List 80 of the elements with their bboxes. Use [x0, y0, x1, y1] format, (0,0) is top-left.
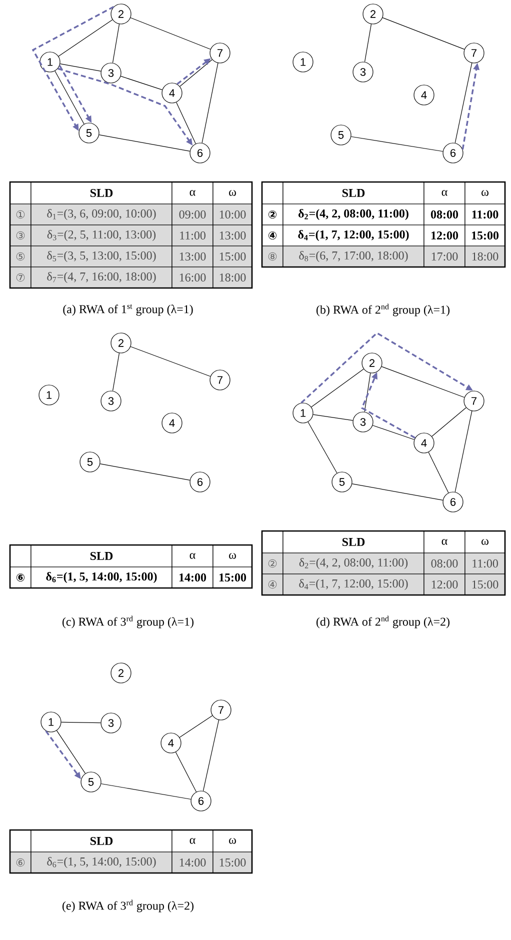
- link-line: [372, 425, 415, 440]
- link-line: [60, 64, 102, 72]
- table-cell: 15:00: [464, 224, 506, 246]
- link-line: [202, 720, 220, 792]
- caption: (a) RWA of 1$^{st}$ group (λ=1): [63, 304, 193, 316]
- table-cell: ②: [262, 552, 284, 574]
- link-line: [130, 17, 211, 50]
- caption: (e) RWA of 3$^{rd}$ group (λ=2): [62, 900, 194, 912]
- table-header: ω: [212, 544, 252, 568]
- table-cell: ④: [262, 224, 284, 246]
- table-cell: 08:00: [424, 552, 466, 574]
- table-cell: 10:00: [212, 204, 252, 226]
- table-cell: ⑤: [10, 246, 32, 268]
- link-line: [428, 452, 449, 494]
- link-line: [311, 368, 364, 408]
- table-cell: 15:00: [212, 852, 252, 874]
- table-cell: 11:00: [464, 204, 506, 226]
- link-line: [381, 366, 465, 398]
- table-cell: 14:00: [172, 852, 214, 874]
- table-cell: 15:00: [212, 566, 252, 588]
- link-line: [175, 752, 197, 792]
- link-line: [112, 24, 120, 64]
- table-cell: 15:00: [212, 246, 252, 268]
- table-cell: 14:00: [172, 566, 214, 588]
- link-line: [352, 484, 444, 500]
- link-line: [130, 346, 211, 377]
- link-line: [100, 783, 192, 800]
- link-line: [202, 62, 218, 144]
- table-cell: 08:00: [424, 204, 466, 226]
- link-line: [350, 136, 444, 152]
- table-cell: ⑦: [10, 266, 32, 288]
- link-line: [432, 407, 466, 437]
- link-line: [56, 730, 86, 774]
- table-cell: 17:00: [424, 246, 466, 268]
- table-header: α: [424, 530, 466, 554]
- table-header: ω: [212, 830, 252, 852]
- table-cell: 18:00: [464, 246, 506, 268]
- link-line: [308, 422, 338, 474]
- table-header: α: [172, 182, 214, 204]
- table-cell: 18:00: [212, 266, 252, 288]
- link-line: [454, 62, 472, 144]
- table-header: α: [172, 544, 214, 568]
- table-cell: 11:00: [172, 224, 214, 246]
- link-line: [312, 414, 354, 421]
- link-line: [54, 70, 84, 124]
- table-cell: ⑥: [10, 852, 32, 874]
- caption: (d) RWA of 2$^{nd}$ group (λ=2): [316, 616, 450, 628]
- link-line: [454, 410, 472, 492]
- table-cell: 12:00: [424, 574, 466, 596]
- table-cell: ②: [262, 204, 284, 226]
- table-header: ω: [464, 530, 506, 554]
- link-line: [364, 24, 372, 62]
- caption: (b) RWA of 2$^{nd}$ group (λ=1): [316, 304, 450, 316]
- table-cell: ⑧: [262, 246, 284, 268]
- link-line: [98, 134, 190, 152]
- table-cell: ④: [262, 574, 284, 596]
- table-cell: ①: [10, 204, 32, 226]
- link-line: [176, 102, 196, 144]
- table-cell: 12:00: [424, 224, 466, 246]
- table-cell: ③: [10, 224, 32, 246]
- table-cell: ⑥: [10, 566, 32, 588]
- link-line: [364, 372, 371, 412]
- link-line: [382, 17, 465, 50]
- link-line: [120, 76, 163, 90]
- link-line: [179, 715, 213, 738]
- table-cell: 16:00: [172, 266, 214, 288]
- table-header: α: [424, 182, 466, 204]
- table-cell: 11:00: [464, 552, 506, 574]
- table-header: ω: [212, 182, 252, 204]
- link-line: [100, 464, 190, 480]
- table-cell: 09:00: [172, 204, 214, 226]
- table-cell: 13:00: [172, 246, 214, 268]
- link-line: [112, 352, 120, 392]
- link-line: [61, 722, 101, 724]
- link-line: [58, 19, 113, 57]
- table-cell: 15:00: [464, 574, 506, 596]
- caption: (c) RWA of 3$^{rd}$ group (λ=1): [62, 616, 194, 628]
- table-header: α: [172, 830, 214, 852]
- table-header: ω: [464, 182, 506, 204]
- table-cell: 13:00: [212, 224, 252, 246]
